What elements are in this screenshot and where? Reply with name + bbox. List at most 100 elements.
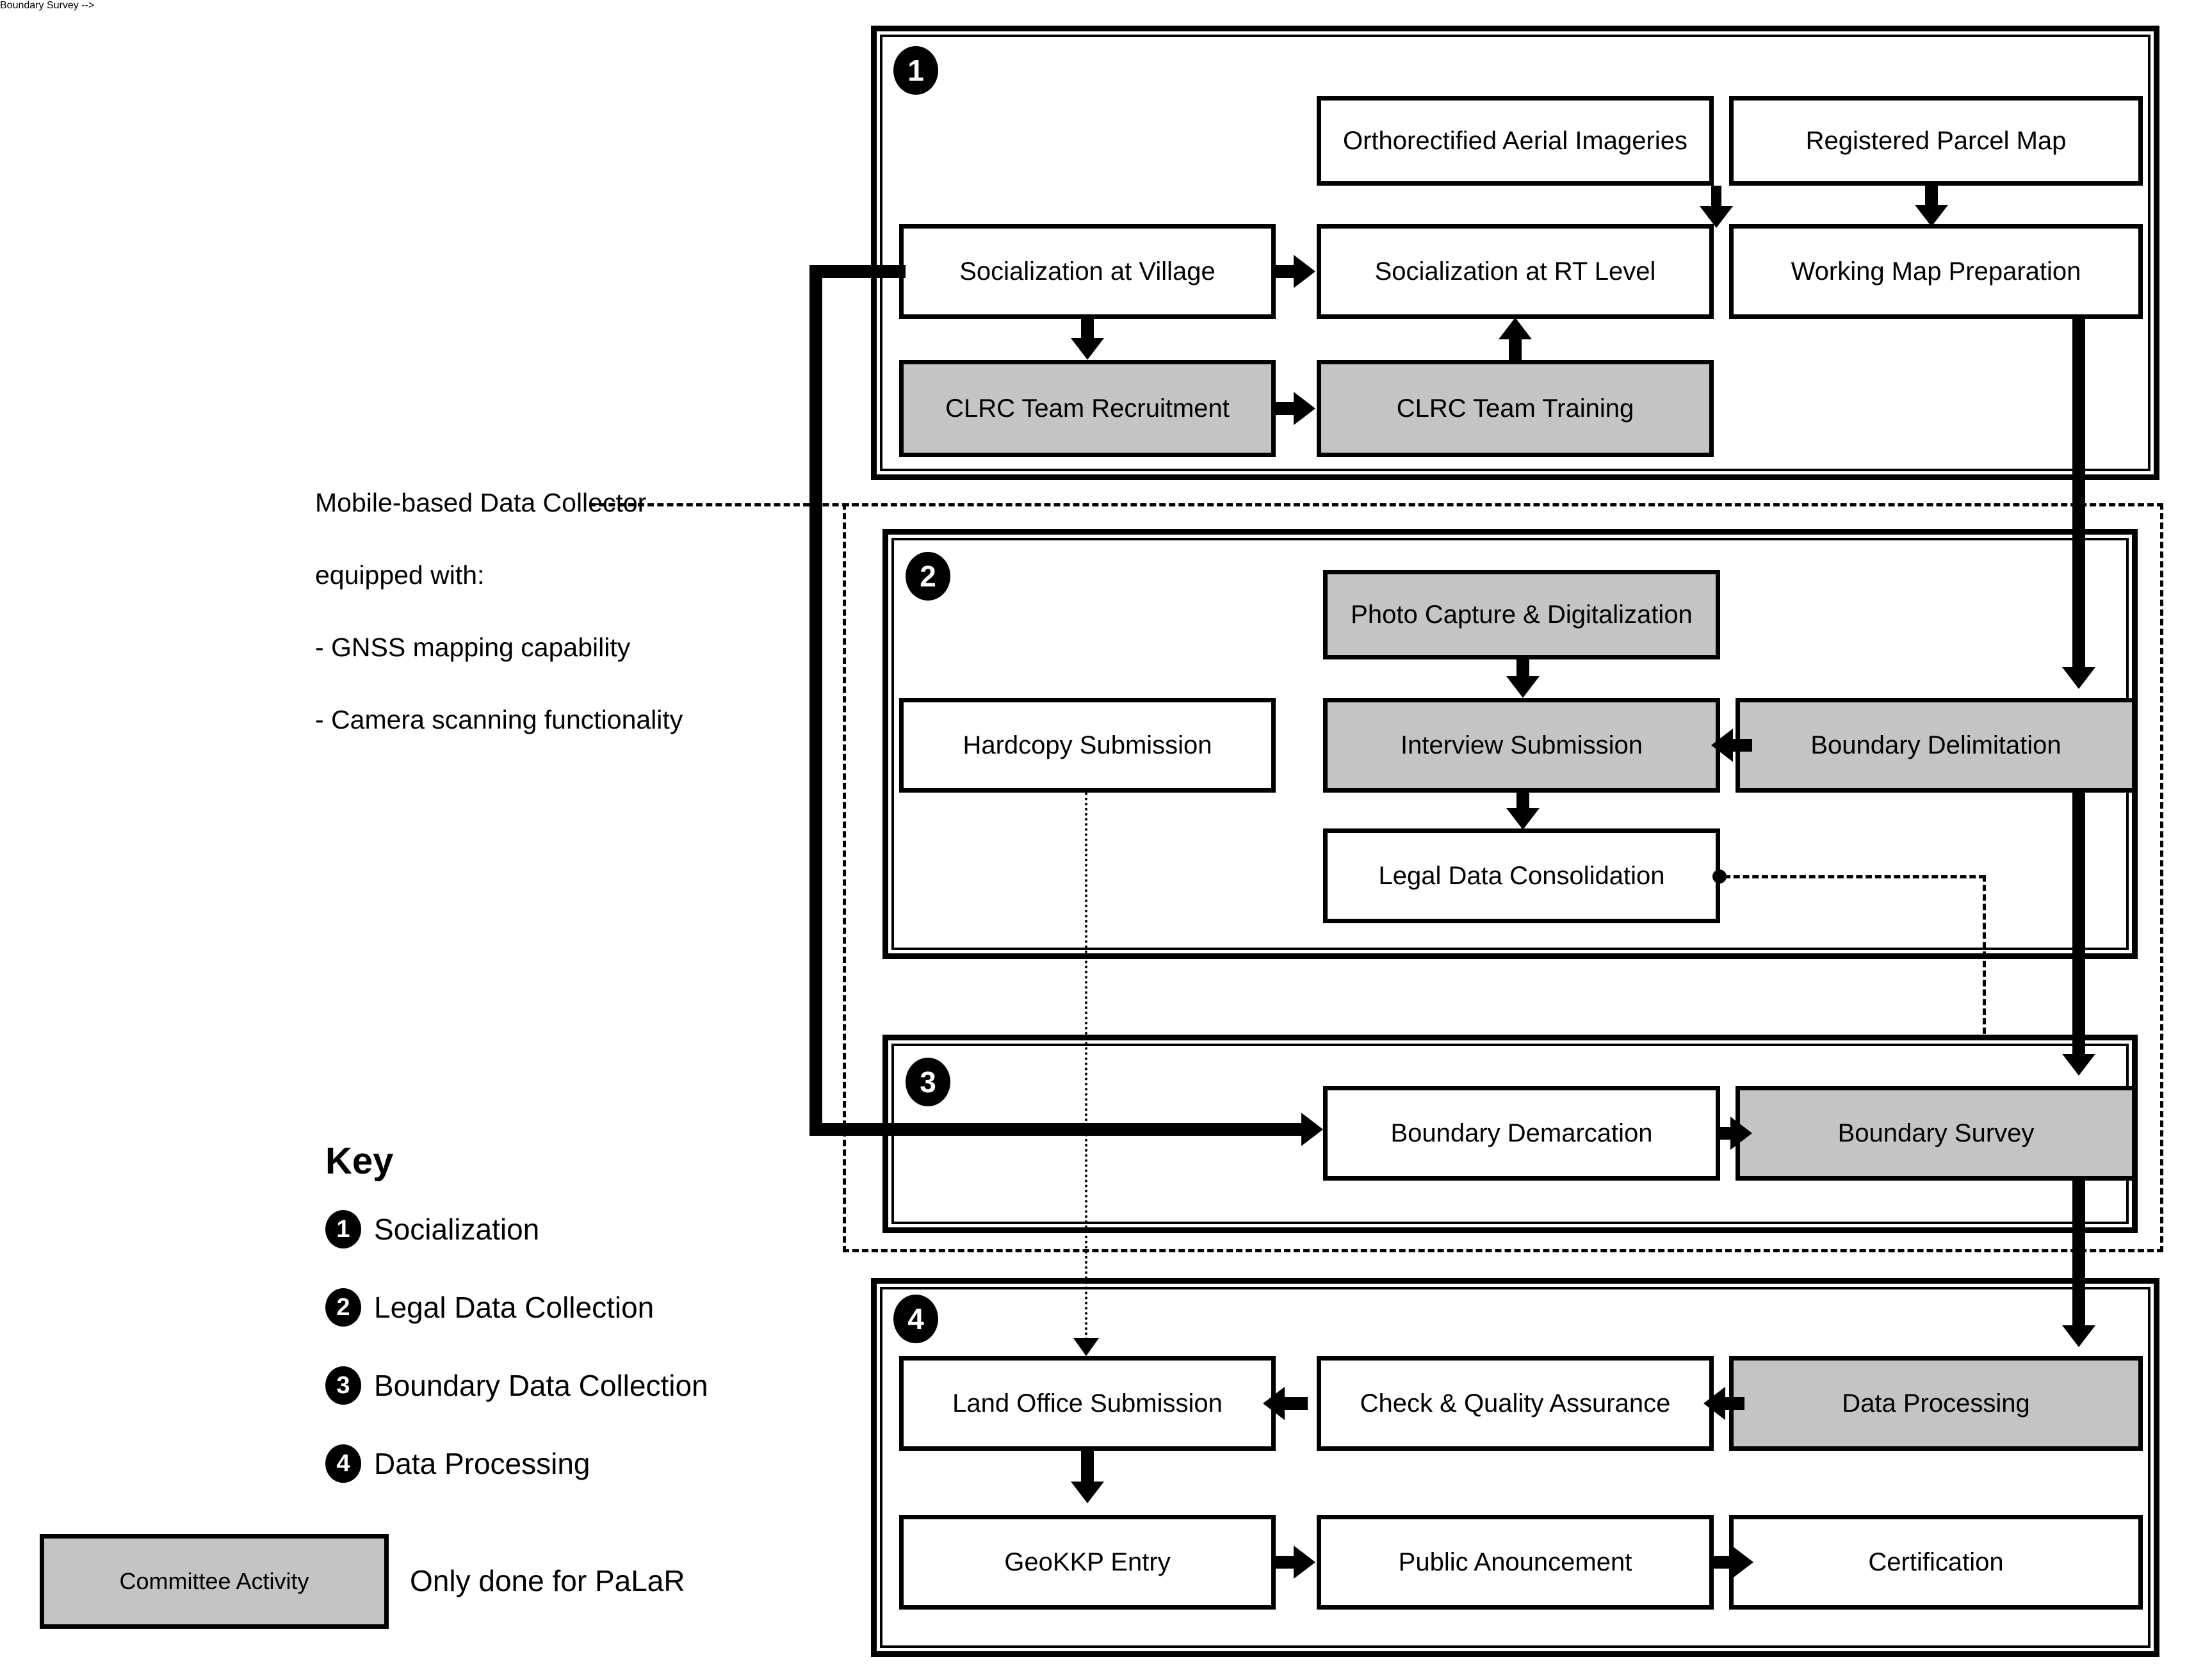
box-label: Data Processing: [1842, 1389, 2030, 1418]
arrow-head-village-to-rt: [1294, 255, 1315, 288]
mobile-collector-scope-container: [843, 503, 2163, 1252]
box-label: Boundary Delimitation: [1810, 731, 2061, 759]
stage-3-badge: 3: [906, 1058, 950, 1106]
arrow-head-delimitation-to-interview: [1711, 729, 1733, 762]
box-label: Land Office Submission: [952, 1389, 1223, 1418]
legend-note: Only done for PaLaR: [410, 1564, 685, 1597]
arrow-head-processing-to-check: [1703, 1387, 1725, 1420]
connector-survey-to-processing: [2072, 1181, 2085, 1337]
key-badge-4: 4: [325, 1444, 361, 1483]
box-boundary-survey[interactable]: Boundary Survey: [1736, 1086, 2136, 1181]
box-data-processing[interactable]: Data Processing: [1729, 1356, 2143, 1451]
key-label-4: Data Processing: [374, 1447, 590, 1480]
box-label: Hardcopy Submission: [963, 731, 1212, 759]
box-clrc-team-recruitment[interactable]: CLRC Team Recruitment: [899, 360, 1276, 457]
arrow-head-village-to-recruitment: [1071, 338, 1104, 360]
key-label-2: Legal Data Collection: [374, 1291, 654, 1324]
arrow-head-survey-to-processing: [2062, 1325, 2095, 1347]
arrow-head-training-to-rt: [1499, 318, 1532, 339]
box-public-announcement[interactable]: Public Anouncement: [1317, 1515, 1714, 1610]
stage-4-badge: 4: [893, 1295, 938, 1343]
box-orthorectified-aerial-imageries[interactable]: Orthorectified Aerial Imageries: [1317, 96, 1714, 186]
arrow-head-interview-to-legal-data: [1506, 808, 1540, 830]
connector-village-to-demarcation: [809, 1123, 1315, 1136]
connector-village-left-stub: [809, 265, 906, 278]
box-socialization-at-village[interactable]: Socialization at Village: [899, 224, 1276, 319]
arrow-line-training-to-rt: [1509, 333, 1522, 361]
arrow-line-delimitation-to-interview: [1729, 739, 1752, 752]
box-clrc-team-training[interactable]: CLRC Team Training: [1317, 360, 1714, 457]
box-label: Socialization at Village: [959, 257, 1215, 286]
annotation-line-2: equipped with:: [315, 560, 485, 590]
box-working-map-preparation[interactable]: Working Map Preparation: [1729, 224, 2143, 319]
box-hardcopy-submission[interactable]: Hardcopy Submission: [899, 698, 1276, 793]
box-photo-capture-digitalization[interactable]: Photo Capture & Digitalization: [1323, 570, 1720, 659]
box-interview-submission[interactable]: Interview Submission: [1323, 698, 1720, 793]
arrow-head-recruitment-to-training: [1294, 392, 1315, 425]
box-label: Photo Capture & Digitalization: [1351, 601, 1693, 629]
box-label: Check & Quality Assurance: [1360, 1389, 1671, 1418]
legend-swatch-label: Committee Activity: [119, 1568, 309, 1594]
box-label: Orthorectified Aerial Imageries: [1342, 127, 1687, 155]
arrow-head-photo-to-interview: [1506, 676, 1540, 698]
connector-working-map-to-delimitation: [2072, 319, 2085, 677]
arrow-head-ortho-to-working-map: [1700, 206, 1733, 228]
box-label: CLRC Team Recruitment: [945, 394, 1230, 423]
stage-2-badge: 2: [906, 552, 950, 601]
box-label: CLRC Team Training: [1396, 394, 1634, 423]
key-item-socialization: 1 Socialization: [325, 1210, 539, 1248]
annotation-line-3: - GNSS mapping capability: [315, 632, 631, 662]
box-label: Boundary Survey: [1837, 1119, 2035, 1147]
key-label-3: Boundary Data Collection: [374, 1369, 708, 1402]
arrow-head-check-to-land-office: [1263, 1387, 1285, 1420]
dotted-link-hardcopy-to-land-office: [1085, 793, 1087, 1356]
box-label: Registered Parcel Map: [1805, 127, 2067, 155]
annotation-line-1: Mobile-based Data Collector: [315, 487, 647, 517]
arrow-head-village-to-demarcation: [1301, 1113, 1323, 1146]
key-badge-3: 3: [325, 1366, 361, 1405]
box-label: Working Map Preparation: [1791, 257, 2081, 286]
dashed-link-legal-to-survey-horizontal: [1724, 875, 1985, 878]
box-label: GeoKKP Entry: [1004, 1548, 1171, 1576]
legend-committee-activity-swatch: Committee Activity: [40, 1534, 389, 1629]
box-label: Legal Data Consolidation: [1378, 862, 1665, 890]
legal-data-link-origin-dot: [1712, 869, 1727, 884]
box-geokkp-entry[interactable]: GeoKKP Entry: [899, 1515, 1276, 1610]
arrow-head-demarcation-to-survey: [1730, 1117, 1752, 1150]
connector-village-vertical: [809, 265, 822, 1136]
arrow-line-check-to-land-office: [1281, 1397, 1308, 1410]
arrow-head-delimitation-to-survey: [2062, 1054, 2095, 1076]
key-item-legal-data-collection: 2 Legal Data Collection: [325, 1288, 654, 1327]
dashed-link-legal-to-survey-vertical: [1983, 875, 1986, 1101]
annotation-line-4: - Camera scanning functionality: [315, 705, 683, 735]
box-certification[interactable]: Certification: [1729, 1515, 2143, 1610]
box-label: Public Anouncement: [1398, 1548, 1632, 1576]
annotation-leader-line: [589, 503, 858, 506]
box-label: Interview Submission: [1401, 731, 1643, 759]
box-registered-parcel-map[interactable]: Registered Parcel Map: [1729, 96, 2143, 186]
box-boundary-demarcation[interactable]: Boundary Demarcation: [1323, 1086, 1720, 1181]
box-label: Certification: [1868, 1548, 2004, 1576]
box-label: Boundary Demarcation: [1390, 1119, 1653, 1147]
arrow-head-working-map-to-delimitation: [2062, 667, 2095, 689]
arrow-line-processing-to-check: [1721, 1397, 1744, 1410]
connector-delimitation-to-survey: [2072, 793, 2085, 1062]
arrow-head-public-to-certification: [1732, 1546, 1753, 1579]
key-item-data-processing: 4 Data Processing: [325, 1444, 590, 1483]
box-land-office-submission[interactable]: Land Office Submission: [899, 1356, 1276, 1451]
key-item-boundary-data-collection: 3 Boundary Data Collection: [325, 1366, 708, 1405]
box-label: Socialization at RT Level: [1374, 257, 1656, 286]
arrow-head-land-office-to-geokkp: [1071, 1482, 1104, 1503]
box-legal-data-consolidation[interactable]: Legal Data Consolidation: [1323, 828, 1720, 923]
key-badge-2: 2: [325, 1288, 361, 1327]
arrow-head-hardcopy-to-land-office: [1073, 1338, 1099, 1356]
mobile-collector-annotation: Mobile-based Data Collector equipped wit…: [315, 448, 683, 774]
stage-1-badge: 1: [893, 46, 938, 95]
arrow-head-geokkp-to-public: [1294, 1546, 1315, 1579]
key-label-1: Socialization: [374, 1213, 540, 1246]
box-boundary-delimitation[interactable]: Boundary Delimitation: [1736, 698, 2136, 793]
box-check-quality-assurance[interactable]: Check & Quality Assurance: [1317, 1356, 1714, 1451]
box-socialization-at-rt-level[interactable]: Socialization at RT Level: [1317, 224, 1714, 319]
arrow-head-parcel-to-working-map: [1915, 205, 1948, 227]
